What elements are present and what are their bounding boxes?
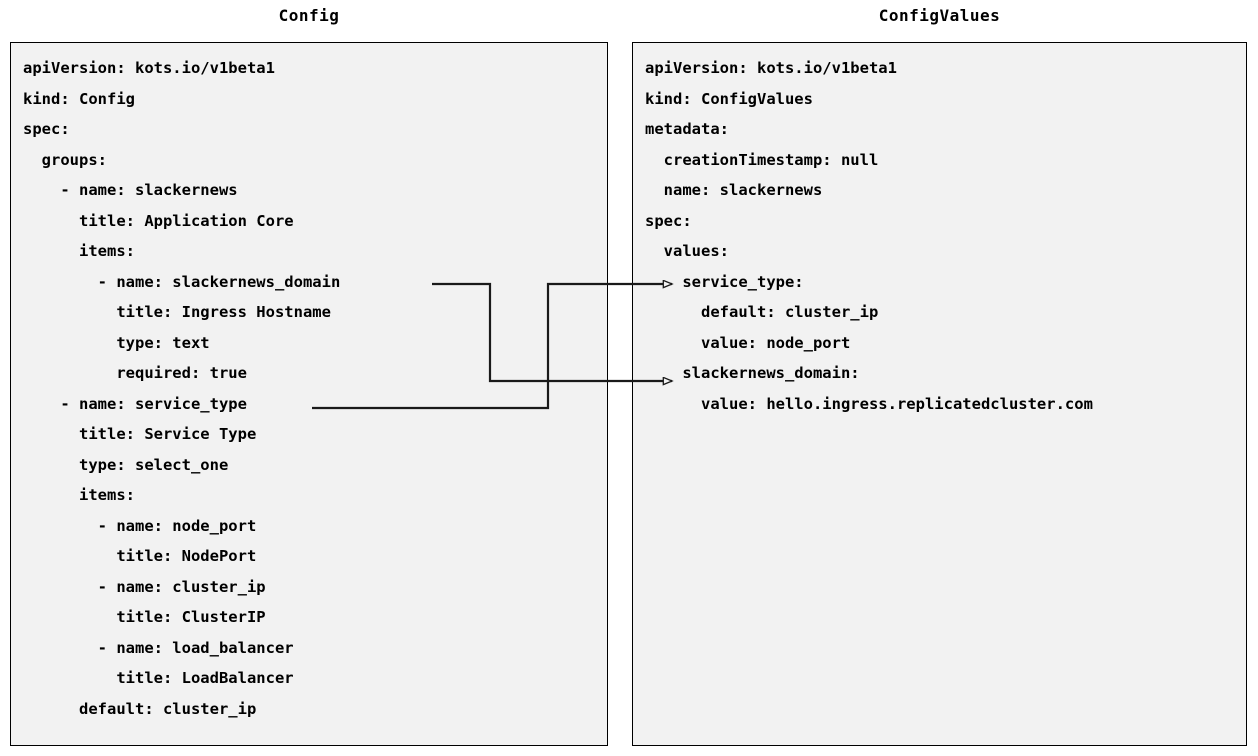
yaml-line: required: true: [23, 364, 247, 382]
yaml-line: title: Service Type: [23, 425, 257, 443]
configvalues-yaml-code: apiVersion: kots.io/v1beta1 kind: ConfigV…: [645, 53, 1242, 419]
yaml-line: type: text: [23, 333, 210, 352]
panel-title-config: Config: [278, 6, 340, 25]
yaml-line: - name: slackernews_domain: [23, 272, 341, 291]
yaml-line: kind: ConfigValues: [645, 89, 813, 108]
yaml-line: value: node_port: [645, 333, 851, 352]
yaml-line: spec:: [645, 211, 692, 230]
yaml-line: items:: [23, 242, 135, 260]
yaml-line: creationTimestamp: null: [645, 150, 879, 169]
yaml-line: - name: cluster_ip: [23, 577, 266, 596]
yaml-line: value: hello.ingress.replicatedcluster.c…: [645, 394, 1093, 413]
configvalues-yaml-panel: apiVersion: kots.io/v1beta1 kind: ConfigV…: [632, 42, 1247, 746]
yaml-line: groups:: [23, 150, 107, 169]
yaml-line: title: LoadBalancer: [23, 669, 294, 687]
yaml-line: - name: service_type: [23, 394, 247, 413]
yaml-line: title: Application Core: [23, 211, 294, 230]
yaml-line: apiVersion: kots.io/v1beta1: [23, 59, 275, 77]
yaml-line: kind: Config: [23, 89, 135, 108]
yaml-line: default: cluster_ip: [23, 699, 257, 718]
yaml-line: values:: [645, 242, 729, 260]
config-yaml-panel: apiVersion: kots.io/v1beta1 kind: Config s…: [10, 42, 608, 746]
yaml-line: - name: load_balancer: [23, 638, 294, 657]
yaml-line: apiVersion: kots.io/v1beta1: [645, 59, 897, 77]
yaml-line: title: ClusterIP: [23, 608, 266, 626]
yaml-line: default: cluster_ip: [645, 303, 879, 321]
yaml-line: title: NodePort: [23, 547, 257, 565]
yaml-line: - name: slackernews: [23, 181, 238, 199]
yaml-line: items:: [23, 486, 135, 504]
yaml-line: metadata:: [645, 120, 729, 138]
yaml-line: - name: node_port: [23, 516, 257, 535]
config-yaml-code: apiVersion: kots.io/v1beta1 kind: Config s…: [23, 53, 603, 724]
panel-title-configvalues: ConfigValues: [878, 6, 1001, 25]
yaml-line: name: slackernews: [645, 181, 823, 199]
yaml-line: spec:: [23, 120, 70, 138]
yaml-line: slackernews_domain:: [645, 364, 860, 382]
yaml-line: type: select_one: [23, 455, 229, 474]
yaml-line: service_type:: [645, 272, 804, 291]
yaml-line: title: Ingress Hostname: [23, 303, 331, 321]
